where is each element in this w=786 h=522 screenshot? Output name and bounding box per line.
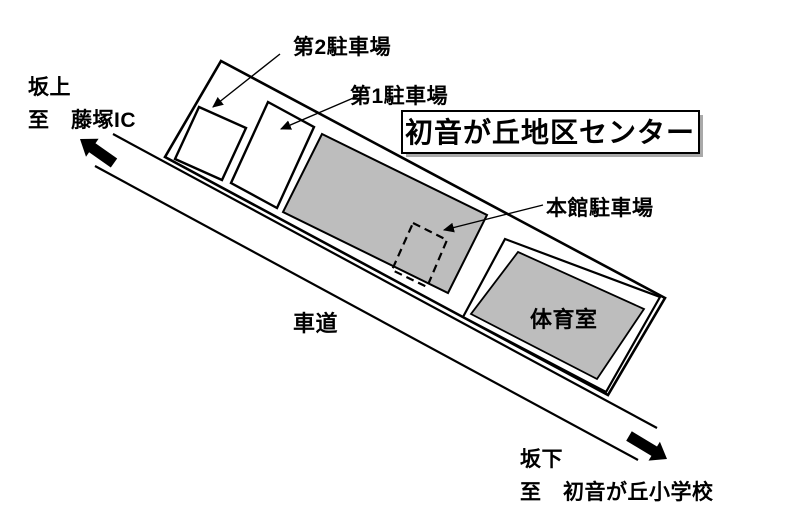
road-label: 車道 xyxy=(293,311,338,336)
parking2-pointer-arrow-icon xyxy=(212,53,281,108)
parking-lot-1-area xyxy=(229,100,316,210)
road-lower-edge-line xyxy=(94,165,639,461)
downhill-direction-arrow-icon xyxy=(626,431,667,461)
uphill-direction-arrow-icon xyxy=(80,138,118,168)
main-parking-pointer-arrow-icon xyxy=(442,204,544,233)
downhill-label: 坂下 xyxy=(520,448,563,471)
main-parking-dashed-area xyxy=(390,221,449,289)
gymnasium-area xyxy=(469,250,646,381)
parking1-pointer-arrow-icon xyxy=(279,95,359,130)
main-building-area xyxy=(281,132,489,295)
uphill-label: 坂上 xyxy=(28,76,71,99)
main-parking-label: 本館駐車場 xyxy=(546,196,654,220)
road-upper-edge-line xyxy=(112,133,658,429)
parking1-label: 第1駐車場 xyxy=(350,84,448,108)
map-title: 初音が丘地区センター xyxy=(405,116,695,148)
title-box xyxy=(401,110,700,154)
downhill-destination-label: 至 初音が丘小学校 xyxy=(520,480,714,504)
parking-lot-2-area xyxy=(173,105,248,182)
uphill-destination-label: 至 藤塚IC xyxy=(28,108,136,132)
gym-label: 体育室 xyxy=(530,307,598,332)
parking2-label: 第2駐車場 xyxy=(293,35,391,59)
